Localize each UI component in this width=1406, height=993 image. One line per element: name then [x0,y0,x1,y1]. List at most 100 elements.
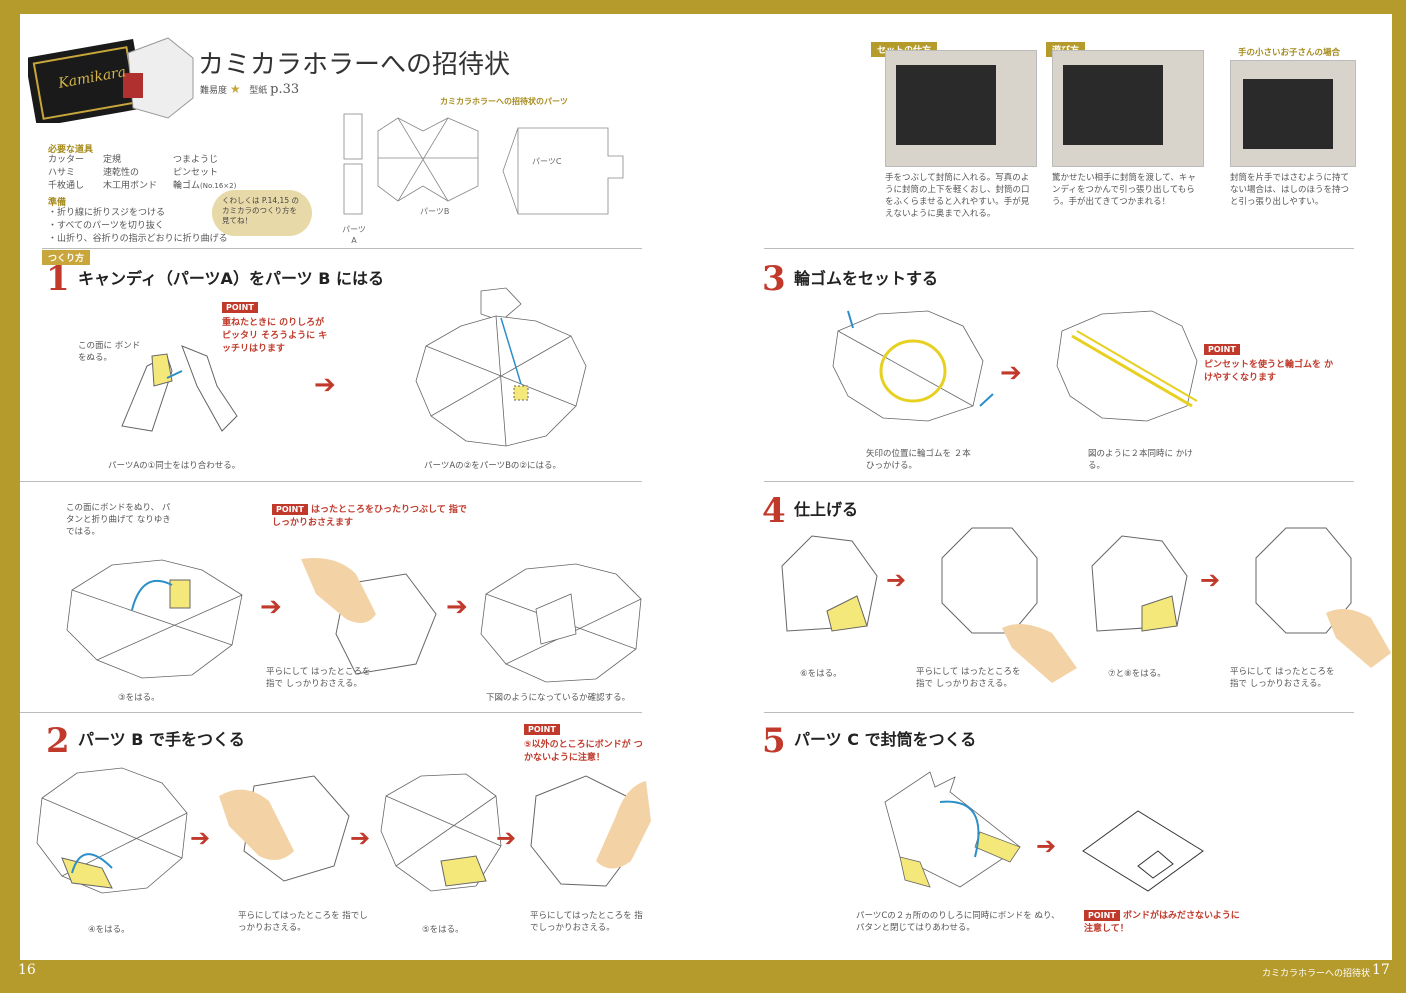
point-badge: POINT [272,504,308,515]
page-sheet: Kamikara カミカラホラーへの招待状 難易度 ★ 型紙 p.33 必要な道… [20,14,1392,960]
envelope-shape [896,65,996,145]
tool-item: ハサミ [48,168,76,178]
prep-item: ・折り線に折りスジをつける [48,208,166,218]
point-text: はったところをひったりつぶして 指でしっかりおさえます [272,505,467,528]
step1b-caption: パーツAの②をパーツBの②にはる。 [424,461,562,471]
prep-heading: 準備 [48,198,67,208]
pattern-page: p.33 [270,82,300,97]
pattern-label: 型紙 [249,86,268,96]
step2b-caption: 平らにしてはったところを 指でしっかりおさえる。 [238,911,368,933]
page-title: カミカラホラーへの招待状 [198,50,511,80]
step1e-caption: 下図のようになっているか確認する。 [486,693,631,703]
step3a-diagram [832,310,994,422]
step4d-diagram [1255,527,1391,668]
point-4: POINT ピンセットを使うと輪ゴムを かけやすくなります [1204,344,1334,385]
section-divider-right [764,248,1354,249]
divider [20,712,642,713]
divider [764,712,1354,713]
step4d-caption: 平らにして はったところを指で しっかりおさえる。 [1230,667,1335,689]
step4-title: 仕上げる [794,500,859,519]
arrow-right-icon: ➔ [446,592,468,622]
step2c-caption: ⑤をはる。 [422,925,464,935]
step1c-diagram [66,559,243,679]
rubber-note: (No.16×2) [200,182,237,190]
arrow-right-icon: ➔ [1200,566,1221,594]
prep-item: ・すべてのパーツを切り抜く [48,221,164,231]
point-badge: POINT [1204,344,1240,355]
step1a-caption: パーツAの①同士をはり合わせる。 [108,461,241,471]
envelope-shape [1063,65,1163,145]
step4b-caption: 平らにして はったところを指で しっかりおさえる。 [916,667,1021,689]
divider [764,481,1354,482]
step2d-diagram [530,775,651,887]
part-a-label: パーツ A [342,225,366,245]
tools-col2: 定規 速乾性の 木工用ボンド [103,154,173,193]
point-badge: POINT [524,724,560,735]
meta-line: 難易度 ★ 型紙 p.33 [200,82,299,97]
photo-caption-play: 驚かせたい相手に封筒を渡して、キャンディをつかんで引っ張り出してもらう。手が出て… [1052,173,1196,207]
step1e-diagram [480,563,642,683]
bubble-text: くわしくは P.14,15 の カミカラのつくり方を 見てね！ [222,196,299,225]
arrow-right-icon: ➔ [260,592,282,622]
point-badge: POINT [1084,910,1120,921]
tool-item: 輪ゴム [173,181,201,191]
tools-heading: 必要な道具 [48,145,94,155]
tool-item: 木工用ボンド [103,181,158,191]
step2-title: パーツ B で手をつくる [78,730,245,749]
step5-number: 5 [762,721,786,761]
tools-col3: つまようじ ピンセット 輪ゴム(No.16×2) [173,154,263,193]
difficulty-label: 難易度 [200,86,228,96]
point-text: ピンセットを使うと輪ゴムを かけやすくなります [1204,360,1334,383]
step4c-diagram [1091,535,1188,632]
part-c-label: パーツC [532,157,562,166]
step5a-diagram [884,771,1021,888]
step2d-caption: 平らにしてはったところを 指でしっかりおさえる。 [530,911,643,933]
point-1: POINT 重ねたときに のりしろがピッタリ そろうように キッチリはります [222,302,332,356]
tool-item: ピンセット [173,168,219,178]
tool-item-row: 輪ゴム(No.16×2) [173,180,263,193]
point-2: POINT はったところをひったりつぶして 指でしっかりおさえます [272,504,472,530]
product-photo: Kamikara [24,28,198,128]
step4a-diagram [781,535,878,632]
arrow-right-icon: ➔ [314,370,336,400]
photo-tag-small-hands: 手の小さいお子さんの場合 [1238,48,1341,58]
tool-item: 定規 [103,155,122,165]
point-3: POINT ⑤以外のところにボンドが つかないように注意！ [524,724,644,765]
step2a-caption: ④をはる。 [88,925,130,935]
step4-number: 4 [762,491,786,531]
parts-diagram [343,113,624,215]
photo-caption-small-hands: 封筒を片手ではさむように持てない場合は、はしのほうを持つと引っ張り出しやすい。 [1230,173,1350,207]
arrow-right-icon: ➔ [496,824,517,852]
point-text: ボンドがはみださないように 注意して！ [1084,911,1240,934]
tool-item: つまようじ [173,155,219,165]
page-number-right: 17 [1372,962,1390,978]
point-text: 重ねたときに のりしろがピッタリ そろうように キッチリはります [222,318,328,354]
step1d-diagram [301,558,437,675]
tool-item: 速乾性の [103,168,140,178]
step3-title: 輪ゴムをセットする [794,269,939,288]
step5-title: パーツ C で封筒をつくる [794,730,977,749]
step1b-diagram [415,287,587,447]
step5a-caption: パーツCの２ヵ所ののりしろに同時にボンドを ぬり、パタンと閉じてはりあわせる。 [856,911,1060,933]
tool-item: 千枚通し [48,181,85,191]
step4a-caption: ⑥をはる。 [800,669,842,679]
step3b-diagram [1056,310,1198,422]
divider [20,481,642,482]
prep-item: ・山折り、谷折りの指示どおりに折り曲げる [48,234,228,244]
step1c-caption: ③をはる。 [118,693,160,703]
step1a-note: この面に ボンドをぬる。 [78,341,141,363]
page-number-left: 16 [18,962,36,978]
step3a-caption: 矢印の位置に輪ゴムを ２本ひっかける。 [866,449,971,471]
footer-running-title: カミカラホラーへの招待状 [1262,969,1371,979]
step2b-diagram [219,775,350,882]
step2-number: 2 [46,721,70,761]
part-b-label: パーツB [420,207,450,216]
section-tag: つくり方 [42,250,91,265]
step1d-caption: 平らにして はったところを指で しっかりおさえる。 [266,667,371,689]
step3b-caption: 図のように２本同時に かける。 [1088,449,1193,471]
tools-col1: カッター ハサミ 千枚通し [48,154,108,193]
arrow-right-icon: ➔ [1000,358,1022,388]
arrow-right-icon: ➔ [1036,832,1057,860]
arrow-right-icon: ➔ [886,566,907,594]
step1-title: キャンディ（パーツA）をパーツ B にはる [78,269,384,288]
